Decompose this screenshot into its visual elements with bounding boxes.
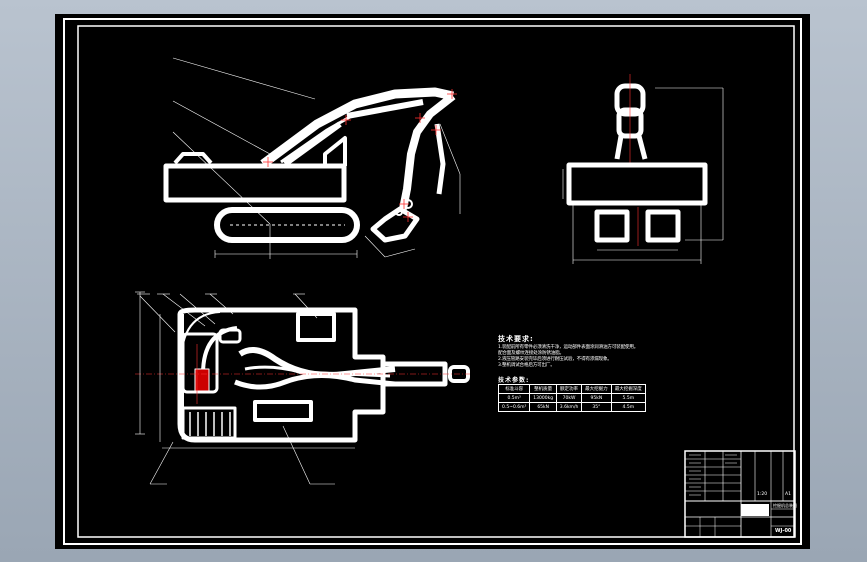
table-cell: 3.6km/h xyxy=(555,402,583,412)
drawing-scale: 1:20 xyxy=(757,492,768,497)
drawing-name: 挖掘机总装图 xyxy=(773,503,797,508)
tech-requirements-title: 技术要求: xyxy=(498,335,534,343)
tech-requirement-line: 配合面及螺纹连接处涂防锈油脂。 xyxy=(498,351,564,356)
table-cell: 标准斗容 xyxy=(497,384,531,394)
drawing-sheet: 技术要求: 1.装配前所有零件必须清洗干净，运动部件表面涂润滑油方可装配使用。 … xyxy=(55,14,810,549)
front-view xyxy=(562,74,724,264)
table-cell: 整机质量 xyxy=(529,384,557,394)
sheet-size: A1 xyxy=(785,492,791,497)
drawing-code: WJ-00 xyxy=(775,528,792,534)
table-row: 0.5~0.6m³ 65kN 3.6km/h 35° 4.5m xyxy=(497,402,647,412)
table-cell: 0.5~0.6m³ xyxy=(497,402,531,412)
table-cell: 额定功率 xyxy=(555,384,583,394)
tech-requirement-line: 1.装配前所有零件必须清洗干净，运动部件表面涂润滑油方可装配使用。 xyxy=(498,345,639,350)
table-cell: 65kN xyxy=(529,402,557,412)
outer-frame xyxy=(63,18,802,545)
table-cell: 最大挖掘深度 xyxy=(610,384,647,394)
table-row: 标准斗容 整机质量 额定功率 最大挖掘力 最大挖掘深度 xyxy=(497,384,647,394)
table-cell: 13000kg xyxy=(529,393,557,403)
side-view xyxy=(163,57,461,259)
parameters-title: 技术参数: xyxy=(498,377,530,384)
tech-requirement-line: 3.整机调试合格后方可出厂。 xyxy=(498,363,555,368)
table-cell: 70kW xyxy=(555,393,583,403)
table-cell: 0.5m³ xyxy=(497,393,531,403)
parameters-table: 标准斗容 整机质量 额定功率 最大挖掘力 最大挖掘深度 0.5m³ 13000k… xyxy=(497,384,647,412)
table-cell: 35° xyxy=(581,402,612,412)
inner-frame xyxy=(77,25,795,538)
table-cell: 5.5m xyxy=(610,393,647,403)
top-view xyxy=(135,291,470,485)
table-cell: 4.5m xyxy=(610,402,647,412)
cad-drawing xyxy=(63,18,802,545)
table-cell: 95kN xyxy=(581,393,612,403)
title-block xyxy=(684,450,796,538)
tech-requirement-line: 2.液压管路安装完毕后须进行耐压试验，不得有渗漏现象。 xyxy=(498,357,612,362)
table-row: 0.5m³ 13000kg 70kW 95kN 5.5m xyxy=(497,393,647,403)
table-cell: 最大挖掘力 xyxy=(581,384,612,394)
